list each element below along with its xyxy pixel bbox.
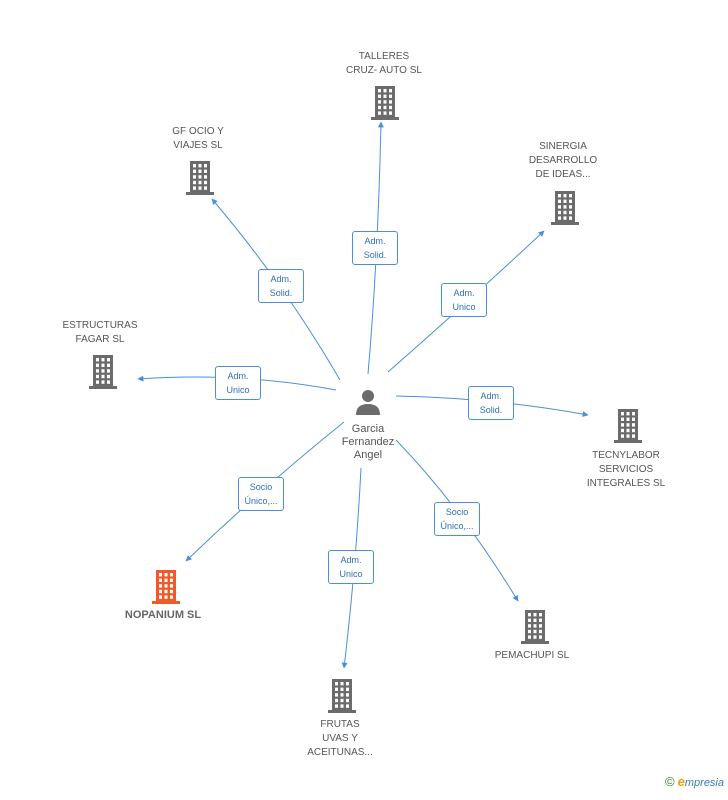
brand-name: mpresia [684,777,724,789]
building-icon-pemachupi[interactable] [519,609,551,645]
company-label-nopanium[interactable]: NOPANIUM SL [124,609,202,621]
building-icon-tecnylabor[interactable] [612,408,644,444]
company-label-estructuras[interactable]: ESTRUCTURAS FAGAR SL [62,320,138,345]
company-label-tecnylabor[interactable]: TECNYLABOR SERVICIOS INTEGRALES SL [586,450,666,489]
brand-watermark: ©empresia [665,774,724,789]
company-label-sinergia[interactable]: SINERGIA DESARROLLO DE IDEAS... [528,141,598,180]
edge-label-estructuras[interactable]: Adm. Unico [215,366,261,400]
building-icon-estructuras[interactable] [87,354,119,390]
edge-label-pemachupi[interactable]: Socio Único,... [434,502,480,536]
brand-e: e [677,774,685,789]
company-label-talleres[interactable]: TALLERES CRUZ- AUTO SL [346,51,422,76]
building-icon-gfocio[interactable] [184,160,216,196]
copyright-symbol: © [665,774,675,789]
edge-label-talleres[interactable]: Adm. Solid. [352,231,398,265]
edge-label-gfocio[interactable]: Adm. Solid. [258,269,304,303]
company-label-gfocio[interactable]: GF OCIO Y VIAJES SL [172,126,224,151]
person-icon[interactable] [353,387,383,417]
edge-label-sinergia[interactable]: Adm. Unico [441,283,487,317]
building-icon-sinergia[interactable] [549,190,581,226]
building-icon-nopanium[interactable] [150,569,182,605]
building-icon-frutas[interactable] [326,678,358,714]
building-icon-talleres[interactable] [369,85,401,121]
company-label-frutas[interactable]: FRUTAS UVAS Y ACEITUNAS... [307,719,373,758]
edge-label-tecnylabor[interactable]: Adm. Solid. [468,386,514,420]
person-name[interactable]: Garcia Fernandez Angel [341,423,395,461]
edge-label-nopanium[interactable]: Socio Único,... [238,477,284,511]
edge-label-frutas[interactable]: Adm. Unico [328,550,374,584]
company-label-pemachupi[interactable]: PEMACHUPI SL [494,650,570,661]
